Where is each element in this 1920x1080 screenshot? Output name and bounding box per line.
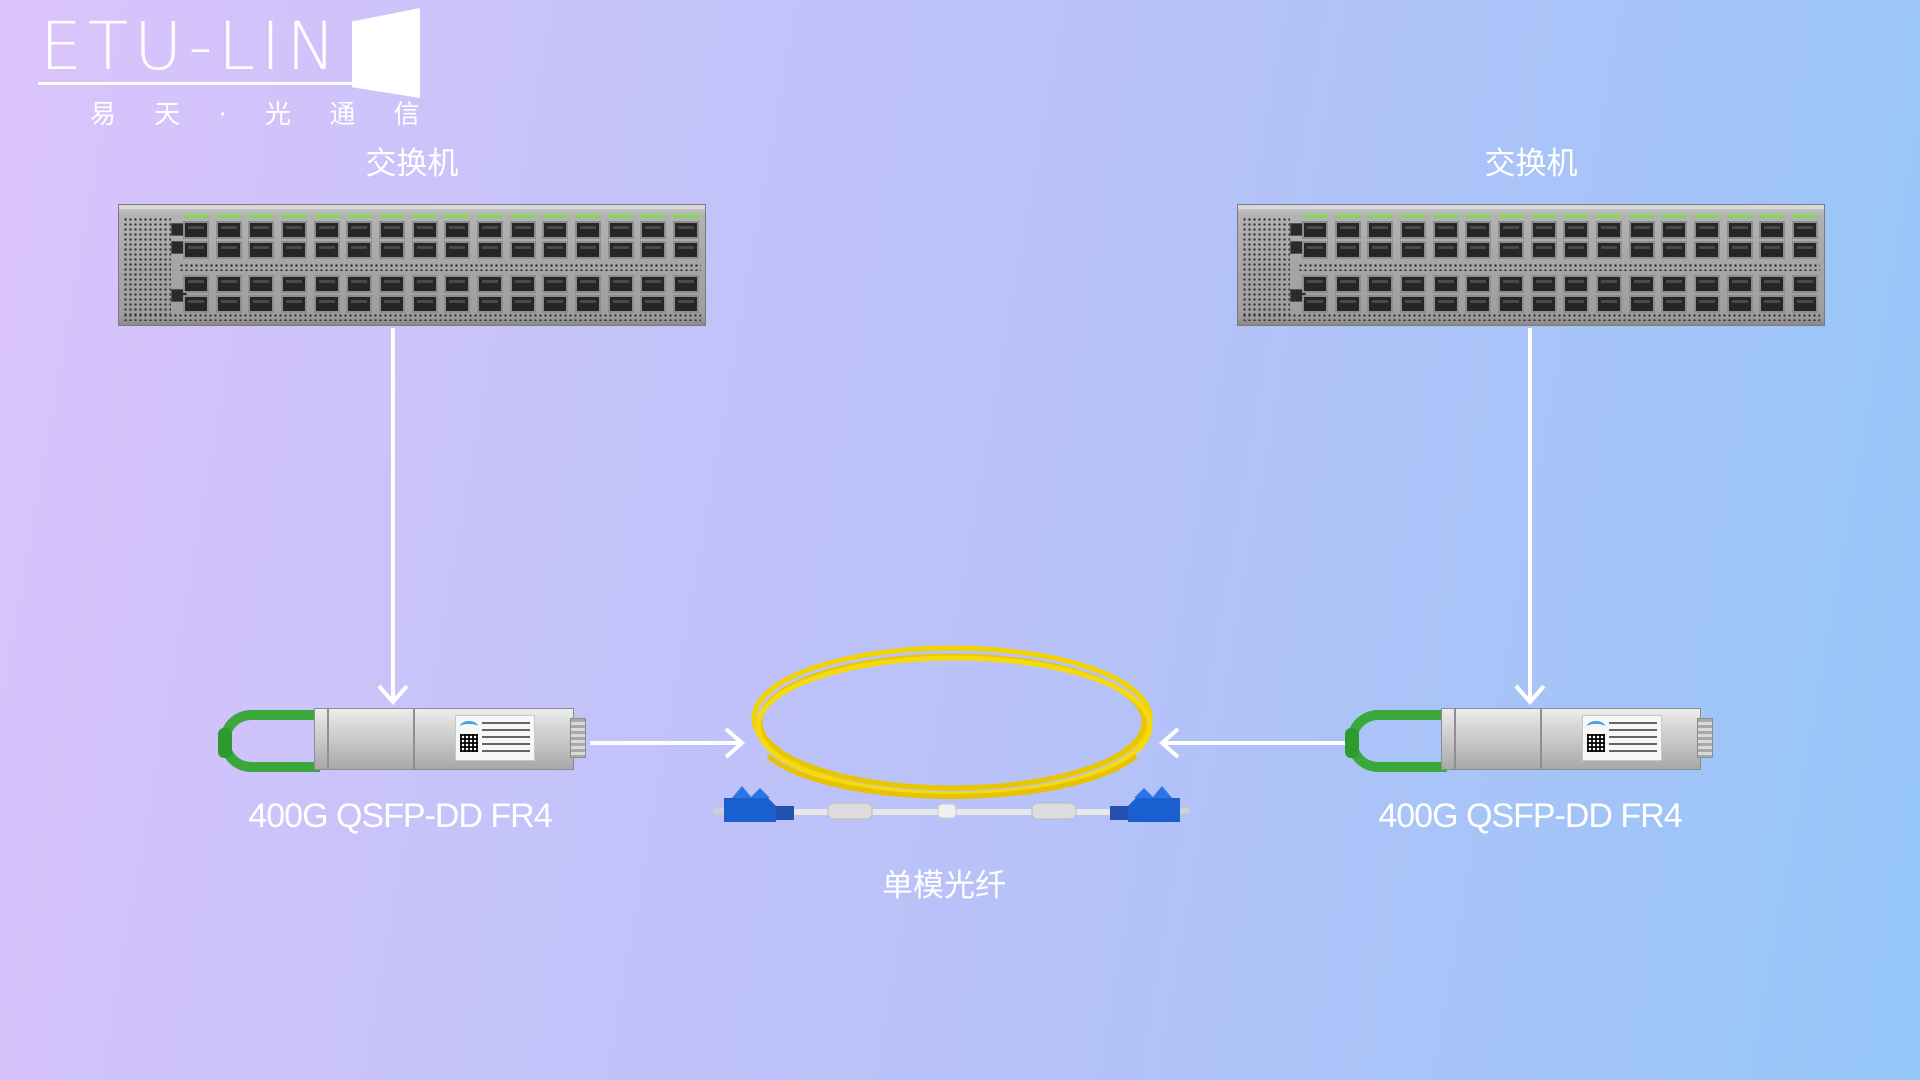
left-module-pull-tab [220, 710, 320, 772]
right-switch-ports-row1 [1302, 221, 1818, 239]
right-module-label: 400G QSFP-DD FR4 [1378, 797, 1682, 835]
left-switch-title: 交换机 [365, 146, 459, 182]
right-switch-ports-row2 [1302, 241, 1818, 259]
left-switch-vent [123, 217, 171, 317]
left-switch-image [118, 204, 706, 326]
right-module-pull-tab [1347, 710, 1447, 772]
left-switch-ports-row2 [183, 241, 699, 259]
etu-link-logo: ETU-LINK 易 天 · 光 通 信 [30, 2, 420, 130]
left-horizontal-arrow [590, 727, 746, 759]
logo-brand-text: ETU-LINK [40, 8, 392, 85]
right-switch-image [1237, 204, 1825, 326]
right-module-sticker [1582, 715, 1662, 761]
right-horizontal-arrow [1158, 727, 1348, 759]
logo-underline [38, 82, 410, 85]
left-switch-ports-row1 [183, 221, 699, 239]
left-module-label: 400G QSFP-DD FR4 [248, 797, 552, 835]
left-module-sticker [455, 715, 535, 761]
right-qsfp-dd-module-image [1345, 700, 1715, 790]
left-vertical-arrow [377, 328, 409, 706]
left-switch-ports-row3 [183, 275, 699, 293]
right-vertical-arrow [1514, 328, 1546, 706]
right-switch-ports-row4 [1302, 295, 1818, 313]
fiber-label: 单模光纤 [882, 868, 1006, 904]
single-mode-fiber-image [714, 645, 1190, 822]
left-switch-ports-row4 [183, 295, 699, 313]
right-lc-connector [1110, 786, 1190, 822]
right-switch-title: 交换机 [1484, 146, 1578, 182]
fiber-jacket-white [782, 802, 1122, 820]
right-switch-vent [1242, 217, 1290, 317]
left-qsfp-dd-module-image [218, 700, 588, 790]
right-switch-ports-row3 [1302, 275, 1818, 293]
left-lc-connector [714, 786, 794, 822]
logo-tagline: 易 天 · 光 通 信 [90, 100, 435, 130]
